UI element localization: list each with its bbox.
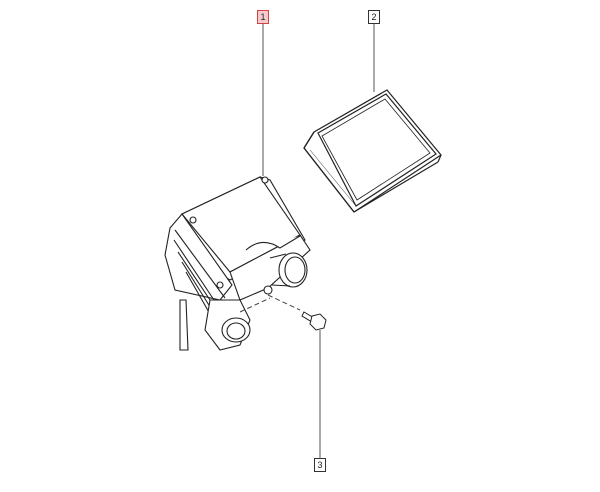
bolt-path-dashed — [239, 294, 301, 313]
air-filter-element-drawing — [303, 89, 442, 213]
callout-1[interactable]: 1 — [257, 10, 269, 24]
callout-2[interactable]: 2 — [368, 10, 380, 24]
callout-3[interactable]: 3 — [314, 458, 326, 472]
bolt-drawing — [301, 311, 327, 331]
air-filter-housing-drawing — [164, 176, 311, 351]
